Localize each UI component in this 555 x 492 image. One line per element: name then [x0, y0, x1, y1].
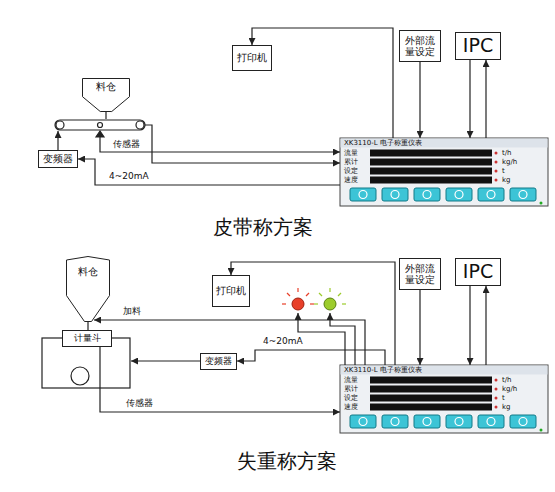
scheme-caption: 皮带称方案 [212, 216, 314, 239]
instrument-title: XK3110-L 电子称重仪表 [344, 366, 422, 374]
node-label: 料仓 [66, 266, 110, 278]
edge-label: 传感器 [125, 398, 154, 408]
lamp-wire [330, 313, 355, 365]
roller [136, 121, 144, 129]
instrument-body [340, 138, 548, 206]
node-label: 外部流量设定 [402, 35, 438, 58]
signal-line [252, 28, 393, 138]
weighing-instrument: XK3110-L 电子称重仪表流量累计设定速度 t/hkg/htkg [340, 138, 548, 206]
process-box: 外部流量设定 [399, 258, 441, 290]
process-box: 外部流量设定 [399, 30, 441, 62]
hopper-shape: 料仓 [82, 78, 130, 112]
signal-line [469, 60, 470, 138]
signal-line [100, 347, 340, 413]
speed-wire [145, 125, 340, 163]
process-box: IPC [455, 258, 501, 286]
node-label: 变频器 [205, 356, 232, 366]
belt-conveyor [55, 120, 145, 130]
display-label: 累计 [344, 385, 358, 393]
signal-label: 传感器 [112, 139, 141, 149]
silo-shape: 料仓 [66, 256, 110, 322]
signal-line [231, 262, 395, 365]
display-label: 累计 [344, 158, 358, 166]
process-box: 变频器 [38, 150, 78, 168]
display-label: 设定 [344, 167, 358, 175]
instrument-body [340, 365, 548, 433]
node-label: 料仓 [82, 81, 130, 93]
process-box: 打印机 [232, 45, 272, 71]
unit-label: t/h [502, 149, 512, 157]
signal-line [485, 60, 486, 138]
sensor-wire [100, 137, 340, 152]
unit-label: t/h [502, 376, 512, 384]
edge-label: 4~20mA [108, 171, 150, 181]
unit-label: kg/h [502, 158, 517, 166]
process-box: 变频器 [200, 353, 237, 370]
node-label: IPC [463, 261, 493, 283]
signal-line [419, 62, 420, 138]
sensor-symbol [96, 131, 104, 137]
display-label: 速度 [344, 403, 358, 411]
unit-label: kg/h [502, 385, 517, 393]
node-label: 计量斗 [74, 333, 101, 343]
edge-label: 加料 [122, 306, 142, 316]
roller [56, 121, 64, 129]
node-label: 外部流量设定 [402, 263, 438, 286]
signal-line [237, 350, 385, 365]
edge-label: 4~20mA [262, 336, 304, 346]
scheme-caption: 失重称方案 [236, 450, 338, 473]
node-label: 变频器 [43, 153, 73, 165]
motor-wire [57, 131, 58, 150]
process-box: IPC [455, 32, 501, 60]
feeder-motor [71, 367, 89, 385]
node-label: IPC [463, 35, 493, 57]
node-label: 打印机 [216, 285, 246, 297]
instrument-title: XK3110-L 电子称重仪表 [344, 139, 422, 147]
process-box: 打印机 [212, 275, 250, 307]
signal-line [485, 286, 486, 365]
signal-line [469, 286, 470, 365]
display-label: 流量 [344, 149, 358, 157]
process-box: 计量斗 [62, 330, 112, 347]
unit-label: t [502, 394, 505, 402]
display-label: 流量 [344, 376, 358, 384]
display-label: 速度 [344, 176, 358, 184]
silo-shape-outline [66, 256, 110, 322]
signal-line [419, 290, 420, 365]
green-lamp [314, 288, 346, 310]
signal-line [78, 159, 340, 185]
lamp-wire [298, 313, 345, 365]
unit-label: kg [502, 403, 511, 411]
unit-label: t [502, 167, 505, 175]
roller [98, 123, 103, 128]
weighing-instrument: XK3110-L 电子称重仪表流量累计设定速度 t/hkg/htkg [340, 365, 548, 433]
node-label: 打印机 [237, 52, 267, 64]
display-label: 设定 [344, 394, 358, 402]
hopper-outlet [105, 112, 106, 119]
red-lamp [282, 288, 314, 310]
unit-label: kg [502, 176, 511, 184]
motor-wire [131, 360, 200, 361]
